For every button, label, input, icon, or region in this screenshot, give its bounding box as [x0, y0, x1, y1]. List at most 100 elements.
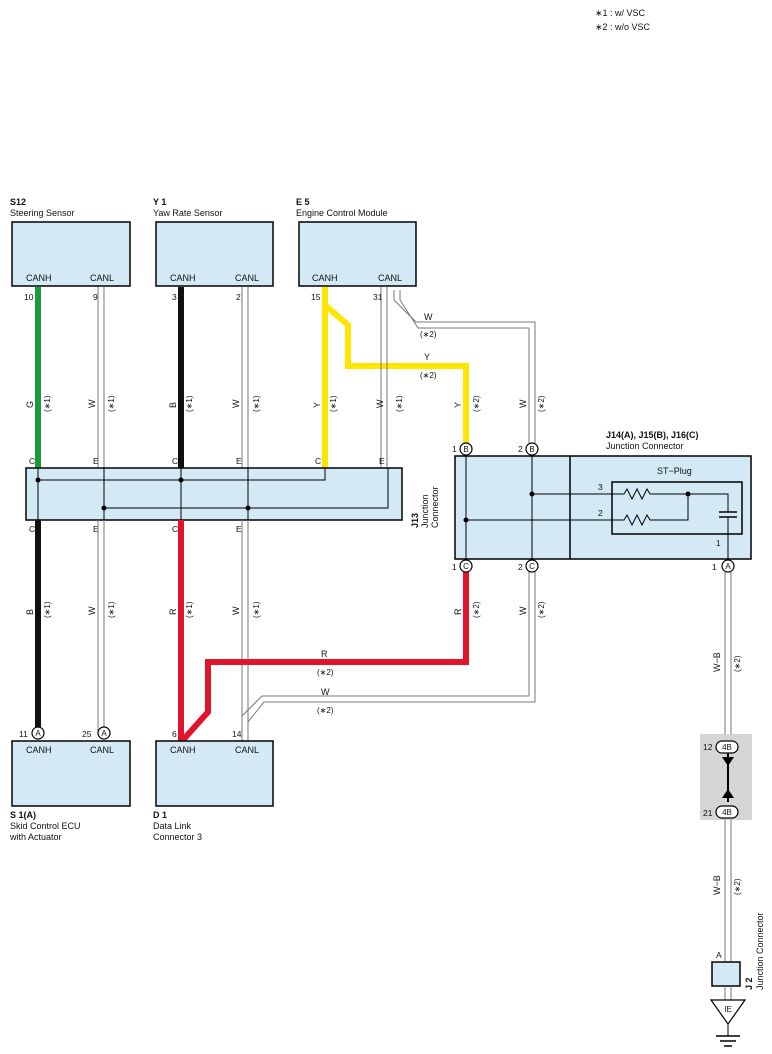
- e5-branch-color-w: W: [424, 312, 433, 322]
- d1-pin-canl: 14: [232, 729, 242, 739]
- e5-pin-canh: 15: [311, 292, 321, 302]
- s12-canh-label: CANH: [26, 273, 52, 283]
- j14-pin-1: 1: [712, 562, 717, 572]
- mating-arrow-up: [722, 789, 734, 798]
- s1-name-2: with Actuator: [9, 832, 62, 842]
- plug-pin-3: 3: [598, 482, 603, 492]
- s1-pin-canh: 11: [19, 729, 28, 739]
- j16-connector-c-1: C: [463, 562, 469, 571]
- j13-bot-e-2: E: [236, 524, 242, 534]
- y1-code: Y 1: [153, 197, 166, 207]
- e5-canl-branch-white: [399, 290, 530, 443]
- e5-canh-label: CANH: [312, 273, 338, 283]
- data-link-connector-box: [155, 740, 274, 807]
- j16-pin-2: 2: [518, 562, 523, 572]
- s1-wire-color-w: W: [87, 606, 97, 615]
- engine-control-module-box: [298, 221, 417, 287]
- d1-name-2: Connector 3: [153, 832, 202, 842]
- plug-pin-2: 2: [598, 508, 603, 518]
- j15-connector-b-1: B: [463, 445, 468, 454]
- s1-canl-label: CANL: [90, 745, 114, 755]
- s12-pin-canh: 10: [24, 292, 34, 302]
- white-run-color: W: [321, 687, 330, 697]
- e5-wire-color-w: W: [375, 399, 385, 408]
- s12-name: Steering Sensor: [10, 208, 75, 218]
- conn-4b-pin-12: 12: [703, 742, 713, 752]
- y1-wire-color-b: B: [168, 402, 178, 408]
- s1-connector-a-1: A: [35, 729, 41, 738]
- e5-note-1: (∗1): [329, 395, 338, 412]
- resistor-1: [612, 487, 688, 501]
- j13-name-1: Junction: [420, 494, 430, 528]
- j15-wire-color-y: Y: [453, 402, 463, 408]
- plug-pin-1: 1: [716, 538, 721, 548]
- e5-wire-color-y: Y: [312, 402, 322, 408]
- e5-branch-color-y: Y: [424, 352, 430, 362]
- s1-note-2: (∗1): [107, 601, 116, 618]
- j16-wire-color-w: W: [518, 606, 528, 615]
- j14-connector-a-1: A: [725, 562, 731, 571]
- j14-name: Junction Connector: [606, 441, 684, 451]
- j16-note-r: (∗2): [472, 601, 481, 618]
- e5-pin-canl: 31: [373, 292, 383, 302]
- red-run-color: R: [321, 649, 328, 659]
- j15-wire-color-w: W: [518, 399, 528, 408]
- j13-name-2: Connector: [430, 486, 440, 528]
- j13-top-e-2: E: [236, 456, 242, 466]
- e5-branch-note-y: (∗2): [420, 371, 437, 380]
- j15-note-y: (∗2): [472, 395, 481, 412]
- j14-code: J14(A), J15(B), J16(C): [606, 430, 699, 440]
- j13-top-e-3: E: [379, 456, 385, 466]
- s1-name-1: Skid Control ECU: [10, 821, 81, 831]
- j2-pin-a: A: [716, 950, 722, 960]
- e5-note-2: (∗1): [395, 395, 404, 412]
- conn-4b-label-top: 4B: [722, 743, 732, 752]
- y1-wire-color-w: W: [231, 399, 241, 408]
- legend-line-2: ∗2 : w/o VSC: [595, 22, 651, 32]
- y1-name: Yaw Rate Sensor: [153, 208, 222, 218]
- steering-sensor-box: [11, 221, 131, 287]
- s1-connector-a-2: A: [101, 729, 107, 738]
- white-run-note: (∗2): [317, 706, 334, 715]
- y1-canh-label: CANH: [170, 273, 196, 283]
- e5-code: E 5: [296, 197, 310, 207]
- legend-line-1: ∗1 : w/ VSC: [595, 8, 646, 18]
- skid-control-ecu-box: [11, 740, 131, 807]
- d1-name-1: Data Link: [153, 821, 192, 831]
- s12-note-2: (∗1): [107, 395, 116, 412]
- ground-icon: [709, 999, 747, 1026]
- d1-note-1: (∗1): [185, 601, 194, 618]
- ground-point-label: IE: [724, 1005, 732, 1014]
- s1-pin-canl: 25: [82, 729, 92, 739]
- e5-branch-note-w: (∗2): [420, 330, 437, 339]
- e5-canl-label: CANL: [378, 273, 402, 283]
- j2-name: Junction Connector: [755, 912, 765, 990]
- j13-top-e-1: E: [93, 456, 99, 466]
- ground-note-2: (∗2): [733, 878, 742, 895]
- s12-code: S12: [10, 197, 26, 207]
- d1-note-2: (∗1): [252, 601, 261, 618]
- j13-bot-c-2: C: [172, 524, 178, 534]
- s1-wire-color-b: B: [25, 609, 35, 615]
- y1-note-1: (∗1): [185, 395, 194, 412]
- s12-pin-canl: 9: [93, 292, 98, 302]
- y1-canl-label: CANL: [235, 273, 259, 283]
- j2-junction-connector-box: [711, 961, 741, 987]
- s12-note-1: (∗1): [43, 395, 52, 412]
- j15-note-w: (∗2): [537, 395, 546, 412]
- d1-wire-color-r: R: [168, 608, 178, 615]
- y1-pin-canl: 2: [236, 292, 241, 302]
- s1-code: S 1(A): [10, 810, 36, 820]
- d1-wire-color-w: W: [231, 606, 241, 615]
- j16-connector-c-2: C: [529, 562, 535, 571]
- s12-wire-color-w: W: [87, 399, 97, 408]
- st-plug-box: [611, 481, 743, 535]
- d1-pin-canh: 6: [172, 729, 177, 739]
- j13-bot-c-1: C: [29, 524, 35, 534]
- conn-4b-pin-21: 21: [703, 808, 713, 818]
- mating-arrow-down: [722, 757, 734, 766]
- j2-code: J 2: [744, 977, 754, 990]
- j15-connector-b-2: B: [529, 445, 534, 454]
- j13-bot-e-1: E: [93, 524, 99, 534]
- j16-to-d1-wire-white: [241, 571, 530, 717]
